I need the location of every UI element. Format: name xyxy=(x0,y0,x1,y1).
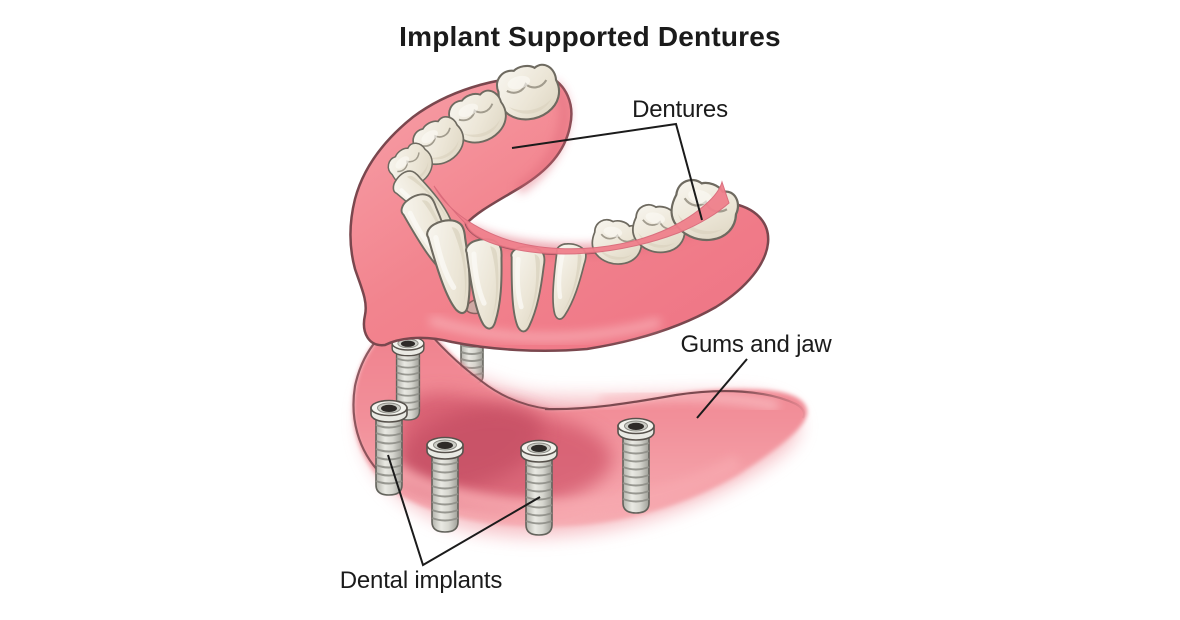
dental-implant-2 xyxy=(370,399,408,496)
dental-implant-3 xyxy=(426,436,464,533)
denture-band-shading xyxy=(515,80,570,194)
dental-implants-leader-line xyxy=(387,454,541,567)
label-dental-implants: Dental implants xyxy=(340,567,503,594)
dentures-leader-line xyxy=(511,122,703,221)
denture-rim-highlight xyxy=(428,316,662,342)
denture-gum-scallop xyxy=(433,180,730,255)
label-dentures: Dentures xyxy=(632,96,728,123)
leader-lines xyxy=(387,122,748,567)
jaw-lobe-highlight xyxy=(599,391,779,411)
gums-jaw-leader-line xyxy=(696,358,748,419)
label-gums-and-jaw: Gums and jaw xyxy=(681,331,833,358)
dental-implant-5 xyxy=(617,417,655,514)
denture xyxy=(349,58,770,352)
figure-title: Implant Supported Dentures xyxy=(399,21,781,52)
dental-implant-4 xyxy=(520,439,558,536)
